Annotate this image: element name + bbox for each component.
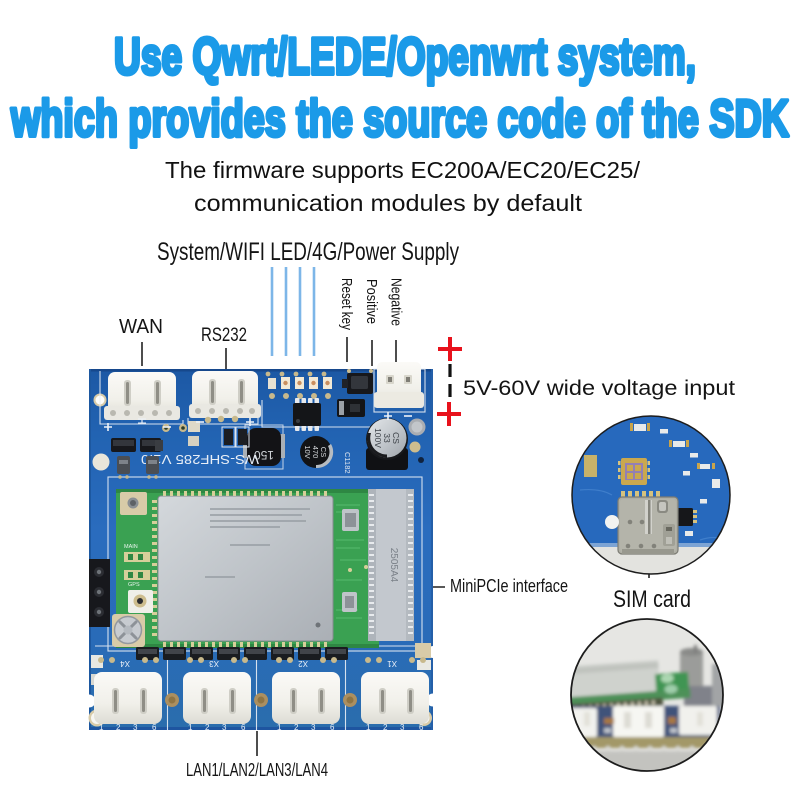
svg-text:C1182: C1182 [343, 452, 352, 474]
svg-text:X1: X1 [387, 659, 397, 668]
svg-text:100V: 100V [373, 428, 383, 448]
svg-text:33: 33 [382, 433, 392, 443]
svg-text:3: 3 [400, 723, 405, 732]
svg-text:X4: X4 [120, 659, 130, 668]
svg-text:CS: CS [319, 447, 328, 457]
svg-text:Use Qwrt/LEDE/Openwrt system,: Use Qwrt/LEDE/Openwrt system, [114, 28, 696, 86]
svg-text:6: 6 [152, 723, 157, 732]
svg-text:Reset key: Reset key [338, 278, 354, 331]
svg-text:RS232: RS232 [201, 325, 247, 346]
svg-text:470: 470 [311, 446, 320, 459]
svg-text:2: 2 [205, 723, 210, 732]
svg-text:Positive: Positive [363, 279, 379, 324]
svg-text:3: 3 [311, 723, 316, 732]
svg-text:6: 6 [419, 723, 424, 732]
svg-text:2: 2 [294, 723, 299, 732]
svg-text:1: 1 [188, 723, 193, 732]
svg-text:3: 3 [133, 723, 138, 732]
svg-text:Negative: Negative [388, 278, 404, 326]
svg-text:MiniPCIe interface: MiniPCIe interface [450, 576, 568, 596]
svg-text:3: 3 [222, 723, 227, 732]
svg-text:X3: X3 [209, 659, 219, 668]
svg-text:GPS: GPS [128, 582, 140, 588]
svg-text:5V-60V wide voltage input: 5V-60V wide voltage input [463, 377, 735, 400]
svg-text:SIM card: SIM card [613, 586, 691, 613]
svg-text:LAN1/LAN2/LAN3/LAN4: LAN1/LAN2/LAN3/LAN4 [186, 760, 328, 780]
svg-text:150: 150 [254, 448, 274, 462]
svg-text:MAIN: MAIN [124, 544, 138, 550]
svg-text:6: 6 [330, 723, 335, 732]
svg-text:WAN: WAN [119, 316, 163, 338]
svg-text:1: 1 [366, 723, 371, 732]
svg-text:1: 1 [99, 723, 104, 732]
svg-text:2: 2 [383, 723, 388, 732]
svg-text:WS-SHF285 V1.0: WS-SHF285 V1.0 [141, 452, 259, 466]
svg-text:2505A4: 2505A4 [388, 548, 399, 583]
svg-text:2: 2 [116, 723, 121, 732]
svg-text:communication modules by defau: communication modules by default [194, 190, 582, 216]
svg-text:6: 6 [241, 723, 246, 732]
svg-text:The firmware supports EC200A/E: The firmware supports EC200A/EC20/EC25/ [165, 157, 641, 183]
svg-text:CS: CS [391, 432, 401, 444]
svg-text:System/WIFI LED/4G/Power Suppl: System/WIFI LED/4G/Power Supply [157, 238, 459, 266]
svg-text:X2: X2 [298, 659, 308, 668]
svg-text:which provides the source code: which provides the source code of the SD… [10, 90, 789, 148]
svg-text:10V: 10V [303, 445, 312, 458]
svg-text:1: 1 [277, 723, 282, 732]
